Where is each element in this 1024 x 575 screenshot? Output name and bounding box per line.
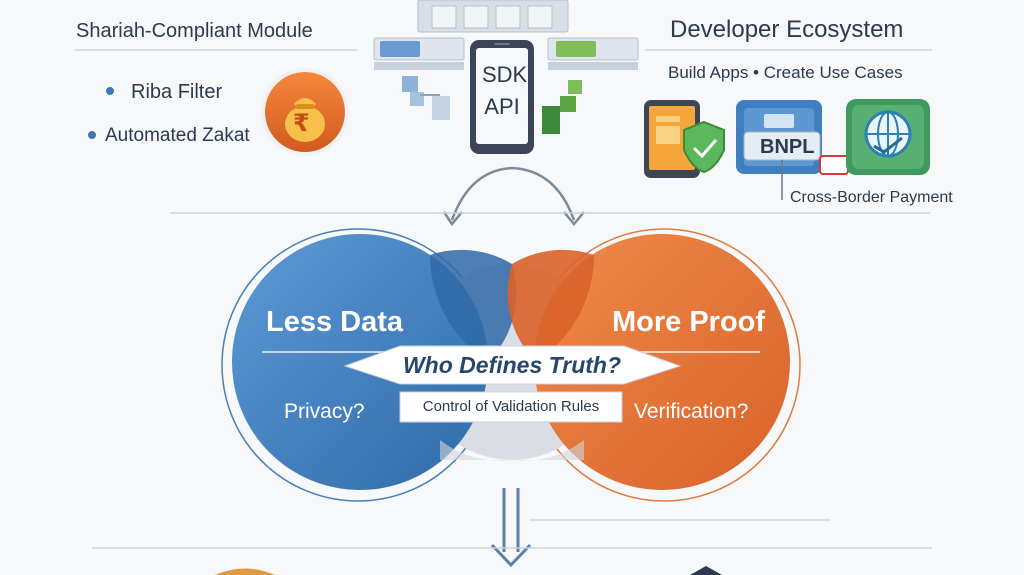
shariah-module-title: Shariah-Compliant Module: [76, 20, 313, 42]
sdk-label: SDK: [482, 62, 528, 87]
automated-zakat-label: Automated Zakat: [105, 125, 250, 146]
cross-border-payment-label: Cross-Border Payment: [790, 189, 953, 206]
less-data-title: Less Data: [266, 306, 404, 338]
more-proof-title: More Proof: [612, 306, 766, 338]
bnpl-app-icon: [736, 100, 849, 175]
control-validation-rules-label: Control of Validation Rules: [422, 398, 600, 415]
smartphone-icon: [470, 40, 534, 154]
who-defines-truth-label: Who Defines Truth?: [402, 352, 622, 378]
developer-subtitle: Build Apps • Create Use Cases: [668, 63, 903, 82]
verification-label: Verification?: [634, 400, 749, 423]
riba-filter-label: Riba Filter: [131, 81, 223, 103]
bnpl-label: BNPL: [760, 136, 815, 158]
developer-ecosystem-title: Developer Ecosystem: [670, 16, 904, 43]
globe-payment-app-icon: [846, 99, 930, 175]
rupee-symbol: ₹: [293, 110, 310, 137]
privacy-label: Privacy?: [284, 400, 365, 423]
api-label: API: [484, 94, 520, 119]
right-server-card-icon: [542, 37, 639, 134]
cycle-arrow: [450, 166, 576, 221]
truth-banner: [343, 345, 682, 385]
server-rack-icon: [417, 0, 569, 33]
money-bag-icon: [261, 68, 349, 156]
bullet-dot: [88, 131, 96, 139]
down-arrow-icon: [490, 488, 532, 568]
validation-banner: [399, 391, 623, 423]
bullet-dot: [106, 87, 114, 95]
secure-wallet-app-icon: [644, 100, 725, 178]
left-server-card-icon: [373, 37, 465, 120]
